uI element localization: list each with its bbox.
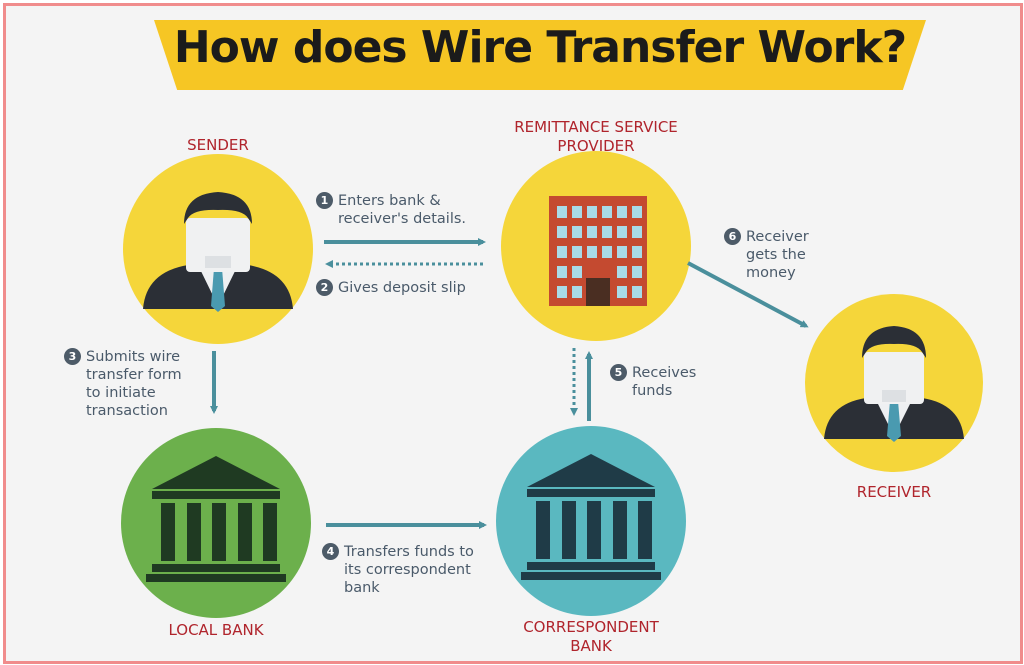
- page-title: How does Wire Transfer Work?: [173, 22, 907, 73]
- correspondent-label-line2: BANK: [570, 637, 612, 655]
- remittance-label-line1: REMITTANCE SERVICE: [514, 118, 678, 136]
- local-bank-icon: [146, 456, 286, 582]
- step-2: 2 Gives deposit slip: [316, 279, 466, 297]
- receiver-person-icon: [824, 326, 964, 442]
- step-3-line1: Submits wire: [86, 349, 181, 365]
- step-4: 4 Transfers funds to its correspondent ba…: [322, 543, 474, 597]
- correspondent-bank-label: CORRESPONDENT BANK: [496, 618, 686, 656]
- remittance-label: REMITTANCE SERVICE PROVIDER: [476, 118, 716, 156]
- remittance-label-line2: PROVIDER: [557, 137, 635, 155]
- step-3-number: 3: [64, 348, 81, 365]
- infographic-frame: How does Wire Transfer Work?: [3, 3, 1023, 664]
- step-1: 1 Enters bank & receiver's details.: [316, 192, 466, 228]
- step-5-line1: Receives: [632, 365, 697, 381]
- step-6-line2: gets the: [746, 247, 806, 263]
- step-6: 6 Receiver gets the money: [724, 228, 809, 282]
- local-bank-label: LOCAL BANK: [168, 621, 264, 639]
- step-3-line2: transfer form: [86, 367, 182, 383]
- step-3-line4: transaction: [86, 403, 168, 419]
- step-5: 5 Receives funds: [610, 364, 696, 400]
- step-5-number: 5: [610, 364, 627, 381]
- step-4-line1: Transfers funds to: [344, 544, 474, 560]
- diagram-canvas: [121, 151, 983, 618]
- step-6-line3: money: [746, 265, 796, 281]
- step-5-line2: funds: [632, 383, 673, 399]
- step-6-number: 6: [724, 228, 741, 245]
- step-1-line1: Enters bank &: [338, 193, 441, 209]
- step-6-line1: Receiver: [746, 229, 809, 245]
- step-1-line2: receiver's details.: [338, 211, 467, 227]
- step-4-line3: bank: [344, 580, 380, 596]
- step-2-number: 2: [316, 279, 333, 296]
- building-icon: [549, 196, 647, 306]
- step-3-line3: to initiate: [86, 385, 156, 401]
- arrows: [210, 238, 809, 529]
- correspondent-bank-icon: [521, 454, 661, 580]
- title-banner: [154, 20, 926, 90]
- receiver-label: RECEIVER: [856, 483, 932, 501]
- step-4-number: 4: [322, 543, 339, 560]
- step-4-line2: its correspondent: [344, 562, 471, 578]
- remittance-node: [501, 151, 691, 341]
- sender-label: SENDER: [187, 136, 249, 154]
- sender-person-icon: [143, 192, 293, 312]
- arrow-provider-to-receiver: [687, 261, 809, 328]
- receiver-node: [805, 294, 983, 472]
- sender-node: [123, 154, 313, 344]
- step-1-number: 1: [316, 192, 333, 209]
- local-bank-node: [121, 428, 311, 618]
- step-2-line1: Gives deposit slip: [338, 280, 466, 296]
- correspondent-label-line1: CORRESPONDENT: [523, 618, 659, 636]
- correspondent-bank-node: [496, 426, 686, 616]
